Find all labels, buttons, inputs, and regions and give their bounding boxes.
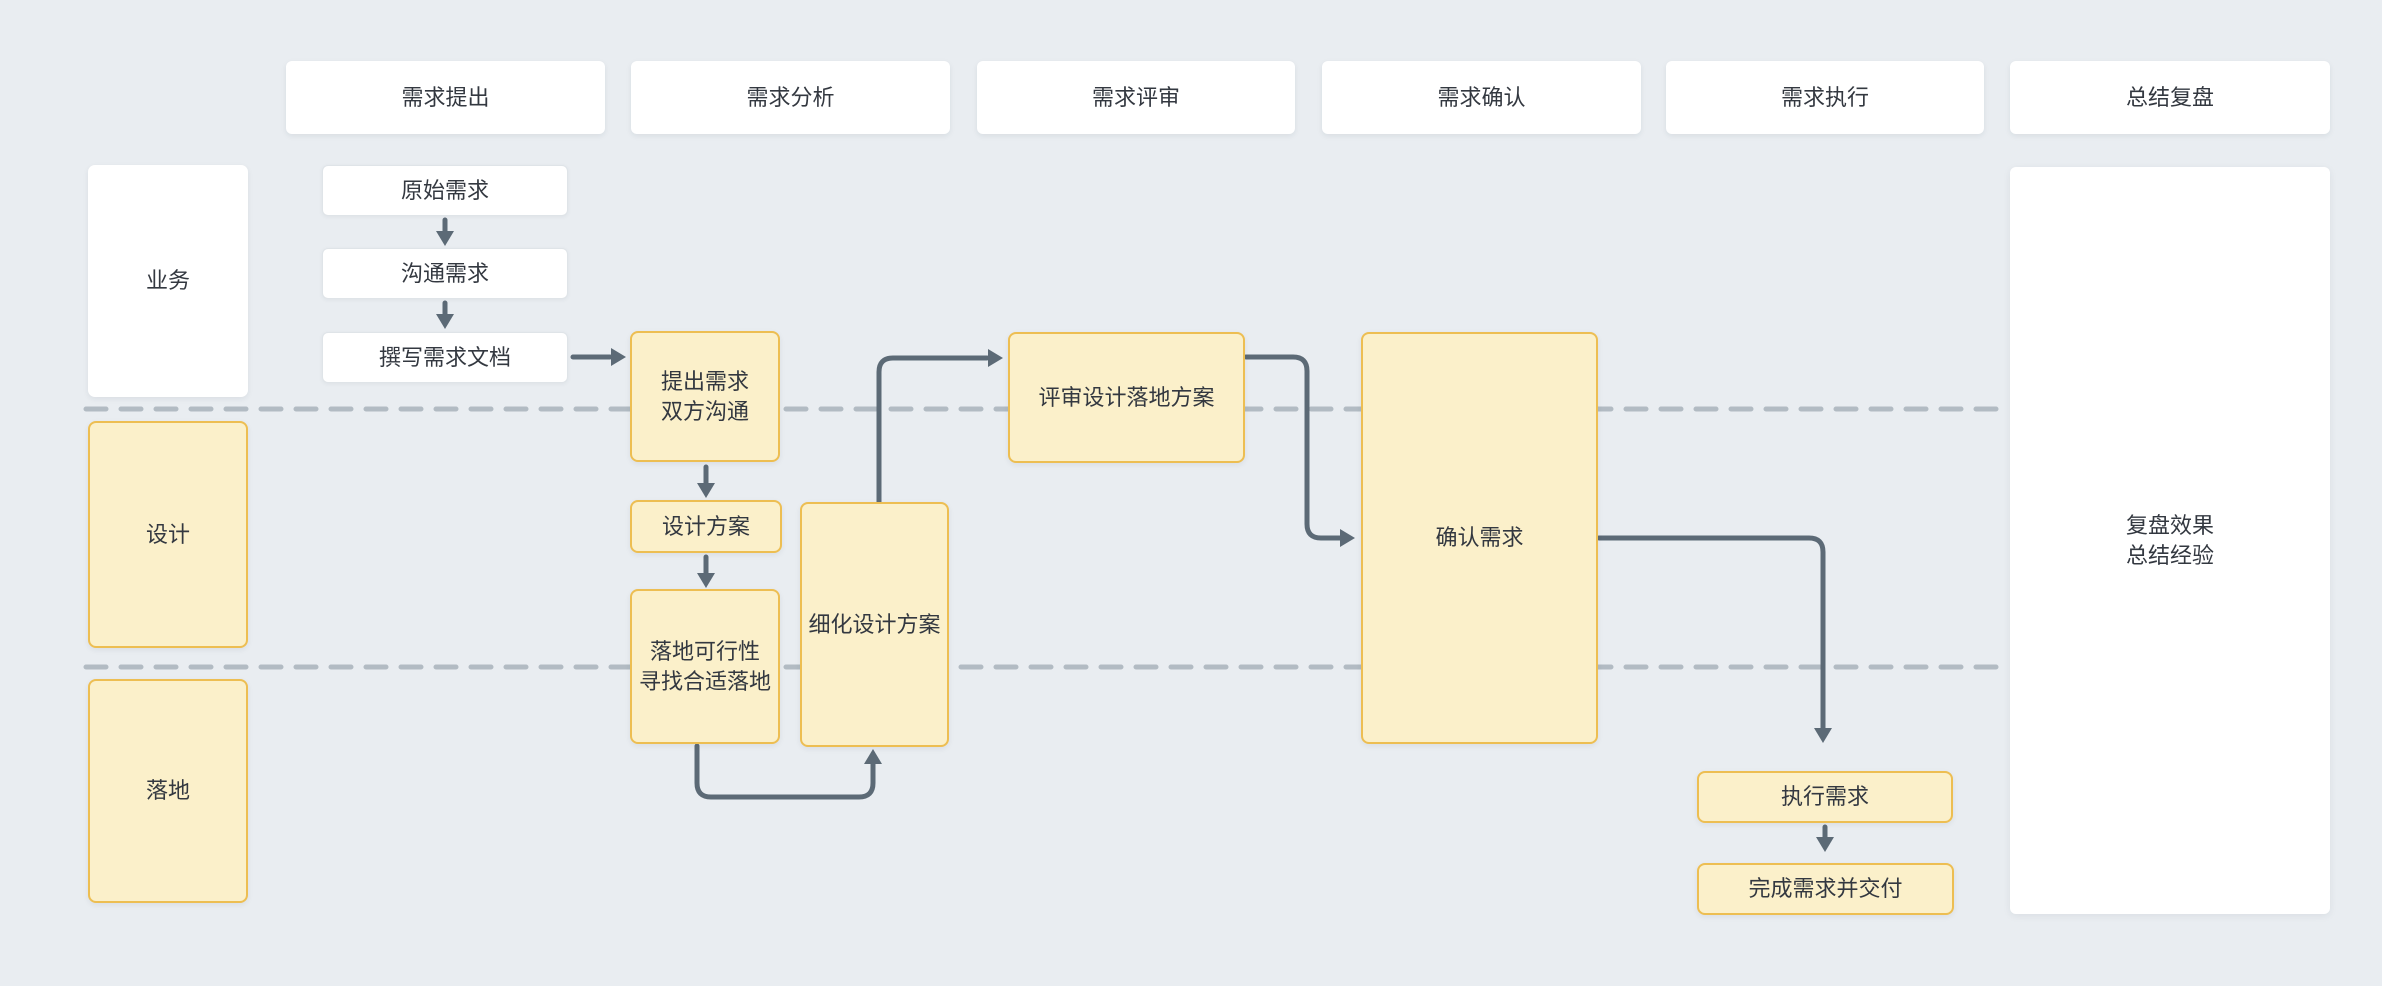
flow-arrows (442, 217, 1828, 841)
stage-header-requirement-execution: 需求执行 (1666, 61, 1984, 134)
node-label: 撰写需求文档 (378, 344, 511, 370)
node-write-requirement-doc: 撰写需求文档 (322, 332, 568, 383)
node-label-line2: 寻找合适落地 (638, 668, 771, 694)
node-label: 原始需求 (400, 177, 489, 203)
stage-label: 需求分析 (746, 84, 835, 110)
stage-header-requirement-proposal: 需求提出 (286, 61, 605, 134)
node-label: 完成需求并交付 (1748, 876, 1903, 901)
node-label-line1: 复盘效果 (2125, 512, 2214, 538)
node-refine-design-plan: 细化设计方案 (800, 502, 949, 747)
arrowhead (697, 483, 715, 498)
stage-label: 总结复盘 (2125, 84, 2214, 110)
lane-label: 设计 (145, 521, 190, 547)
arrow-feasibility-to-refine (694, 743, 876, 800)
arrow-review-to-confirm (1243, 354, 1343, 541)
node-label: 确认需求 (1435, 525, 1524, 550)
node-label: 设计方案 (661, 513, 750, 539)
node-label-line1: 落地可行性 (649, 638, 760, 664)
arrowhead (436, 231, 454, 246)
node-label: 复盘效果 总结经验 (2126, 511, 2214, 571)
node-label-line2: 总结经验 (2125, 542, 2214, 568)
arrowhead (988, 349, 1003, 367)
arrowhead (611, 348, 626, 366)
node-label: 沟通需求 (400, 260, 489, 286)
stage-header-requirement-analysis: 需求分析 (631, 61, 950, 134)
stage-label: 需求评审 (1091, 84, 1180, 110)
arrowhead (1340, 529, 1355, 547)
stage-header-requirement-confirmation: 需求确认 (1322, 61, 1641, 134)
arrowhead (1814, 728, 1832, 743)
stage-label: 需求提出 (401, 84, 490, 110)
node-deliver-requirement: 完成需求并交付 (1697, 863, 1954, 915)
node-execute-requirement: 执行需求 (1697, 771, 1953, 823)
arrowhead (1816, 837, 1834, 852)
stage-header-retrospective: 总结复盘 (2010, 61, 2330, 134)
node-label: 执行需求 (1780, 784, 1869, 809)
arrowhead (697, 573, 715, 588)
arrow-refine-to-review (876, 355, 990, 505)
arrowhead (864, 749, 882, 764)
node-label: 落地可行性 寻找合适落地 (639, 637, 771, 697)
arrowhead (436, 314, 454, 329)
node-propose-requirement: 提出需求 双方沟通 (630, 331, 780, 462)
node-label: 细化设计方案 (808, 611, 941, 637)
lane-label: 落地 (145, 778, 190, 803)
stage-label: 需求执行 (1780, 84, 1869, 110)
node-review-design-plan: 评审设计落地方案 (1008, 332, 1245, 463)
node-confirm-requirement: 确认需求 (1361, 332, 1598, 744)
lane-label-implementation: 落地 (88, 679, 248, 903)
node-communicate-requirement: 沟通需求 (322, 248, 568, 299)
stage-header-requirement-review: 需求评审 (977, 61, 1295, 134)
node-label: 评审设计落地方案 (1038, 384, 1215, 410)
arrow-heads (436, 231, 1834, 852)
lane-label-design: 设计 (88, 421, 248, 648)
node-label-line2: 双方沟通 (660, 398, 749, 424)
lane-label: 业务 (145, 268, 190, 293)
node-retrospective-summary: 复盘效果 总结经验 (2010, 167, 2330, 914)
node-label: 提出需求 双方沟通 (661, 367, 749, 427)
arrow-confirm-to-execute (1596, 535, 1826, 731)
stage-label: 需求确认 (1437, 84, 1526, 110)
node-raw-requirement: 原始需求 (322, 165, 568, 216)
node-label-line1: 提出需求 (660, 368, 749, 394)
lane-label-business: 业务 (88, 165, 248, 397)
node-design-plan: 设计方案 (630, 500, 782, 553)
node-feasibility-check: 落地可行性 寻找合适落地 (630, 589, 780, 744)
